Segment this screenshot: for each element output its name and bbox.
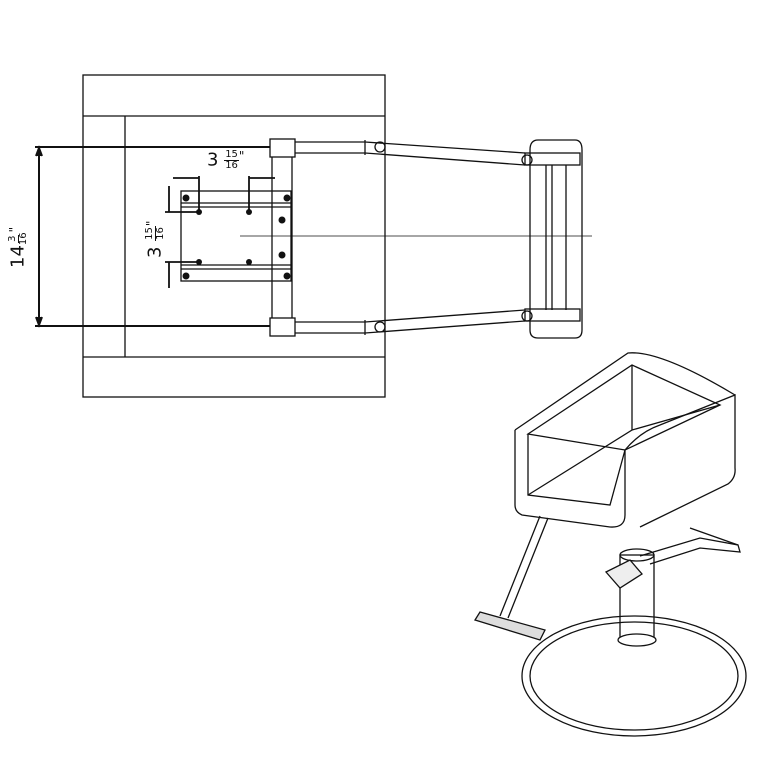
overall-dimension-line [35,145,270,328]
dimension-whole: 3 [207,149,219,171]
seat-shell [514,394,736,528]
dimension-unit: " [238,149,245,163]
dimension-denominator: 16 [225,160,238,171]
arm-tubes [295,140,581,335]
dimension-unit: " [7,226,21,233]
dimension-whole: 3 [144,246,166,258]
dimension-denominator: 16 [18,232,29,246]
top-view [35,74,592,398]
base-ring [521,615,747,737]
dimension-unit: " [144,220,158,227]
backrest [529,139,583,339]
dimension-whole: 14 [7,245,29,268]
pump-block [604,559,643,589]
footrest-plate [474,611,546,641]
isometric-view [474,352,747,737]
bracket-bottom [269,317,296,337]
dimension-numerator: 15 [224,149,239,161]
dimension-denominator: 16 [155,227,166,240]
bracket-top [269,138,296,158]
